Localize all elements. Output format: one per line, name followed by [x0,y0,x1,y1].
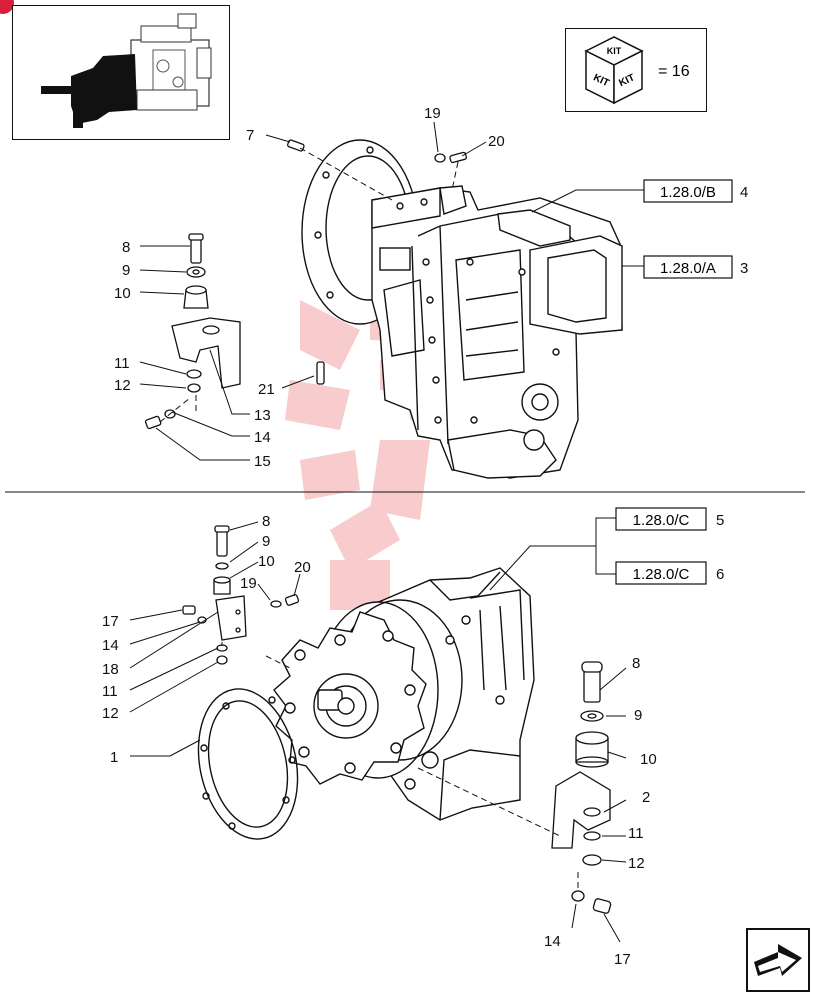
callout-number: 10 [114,285,131,302]
lower-dashed-guides [221,642,579,890]
lower-callouts: 8 9 10 19 20 17 14 18 11 12 1 8 9 10 2 1… [102,513,657,968]
callout-number: 17 [614,951,631,968]
engine-thumbnail-icon [41,13,212,128]
callout-number: 13 [254,407,271,424]
callout-number: 8 [632,655,640,672]
ref-box-1-28-0-a[interactable]: 1.28.0/A 3 [643,255,748,279]
upper-callouts: 7 19 20 8 9 10 11 12 21 13 14 15 [114,105,505,470]
callout-number: 1 [110,749,118,766]
callout-number: 11 [114,355,130,372]
ref-box-label: 1.28.0/B [660,184,716,201]
callout-number: 21 [258,381,275,398]
upper-leader-lines [139,121,487,461]
kit-top-label: KIT [607,46,622,56]
callout-number: 18 [102,661,119,678]
ref-box-label: 1.28.0/C [633,512,690,529]
lower-leader-lines [129,521,627,943]
lower-transmission[interactable] [273,567,535,821]
upper-dashed-guides [159,147,459,423]
ref-box-number: 3 [740,260,748,277]
callout-number: 9 [122,262,130,279]
kit-cube-icon: KIT KIT KIT = 16 [584,36,690,105]
callout-number: 19 [424,105,441,122]
callout-number: 15 [254,453,271,470]
callout-number: 9 [634,707,642,724]
callout-number: 12 [628,855,645,872]
next-page-button[interactable] [746,928,810,992]
engine-thumbnail[interactable] [12,5,230,140]
callout-number: 9 [262,533,270,550]
callout-number: 11 [102,683,118,700]
gasket-ring[interactable] [185,680,311,849]
upper-mount-assembly[interactable] [144,139,467,430]
callout-number: 14 [544,933,561,950]
callout-number: 12 [114,377,131,394]
next-page-arrow-icon [754,944,802,976]
callout-number: 11 [628,825,644,842]
ref-box-label: 1.28.0/A [660,260,716,277]
lower-right-mount-assembly[interactable] [551,661,612,914]
callout-number: 19 [240,575,257,592]
callout-number: 17 [102,613,119,630]
callout-number: 14 [254,429,271,446]
kit-legend: KIT KIT KIT = 16 [565,28,707,112]
callout-number: 2 [642,789,650,806]
callout-number: 14 [102,637,119,654]
kit-quantity: = 16 [658,63,690,80]
ref-box-number: 5 [716,512,724,529]
callout-number: 8 [122,239,130,256]
callout-number: 20 [294,559,311,576]
ref-box-number: 6 [716,566,724,583]
callout-number: 10 [258,553,275,570]
lower-left-mount-assembly[interactable] [182,525,300,665]
corner-badge [0,0,14,14]
callout-number: 12 [102,705,119,722]
upper-reference-leaders [531,189,644,267]
lower-reference-leaders [489,517,616,591]
callout-number: 20 [488,133,505,150]
ref-box-label: 1.28.0/C [633,566,690,583]
upper-transmission[interactable] [301,139,623,479]
callout-number: 10 [640,751,657,768]
callout-number: 7 [246,127,254,144]
ref-box-number: 4 [740,184,748,201]
ref-box-1-28-0-c-5[interactable]: 1.28.0/C 5 [615,507,724,531]
callout-number: 8 [262,513,270,530]
ref-box-1-28-0-b[interactable]: 1.28.0/B 4 [643,179,748,203]
ref-box-1-28-0-c-6[interactable]: 1.28.0/C 6 [615,561,724,585]
